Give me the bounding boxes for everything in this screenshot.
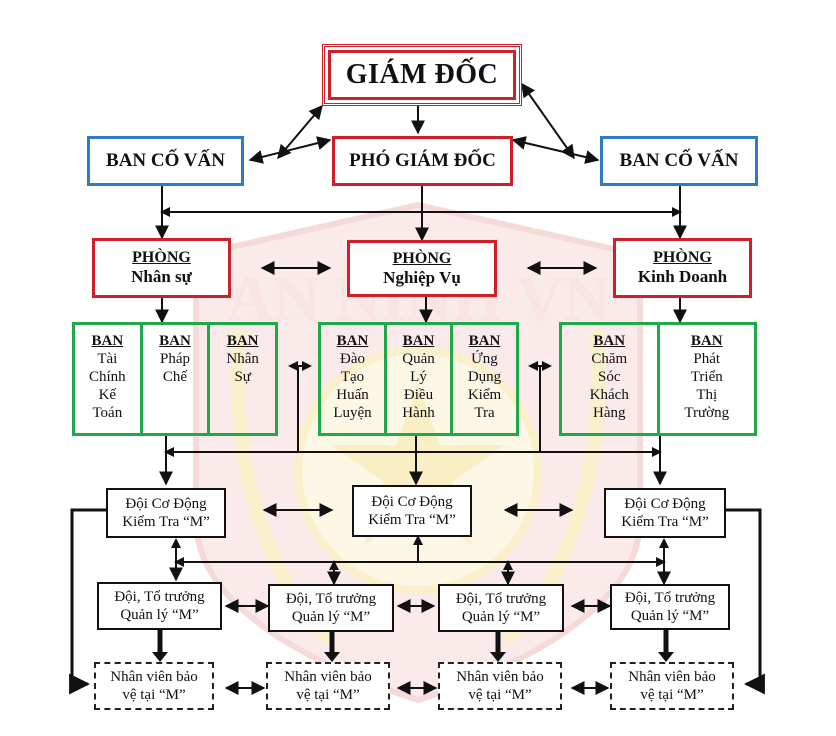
ban-co-van-right-box: BAN CỐ VẤN: [600, 136, 758, 186]
ban-line: Khách: [589, 387, 629, 403]
phong-head: PHÒNG: [132, 249, 191, 266]
ban-line: Điều: [403, 387, 434, 403]
nhan-vien-line2: vệ tại “M”: [296, 687, 360, 703]
giam-doc-box: GIÁM ĐỐC: [322, 44, 522, 106]
to-truong-box: Đội, Tổ trưởng Quản lý “M”: [97, 582, 222, 630]
ban-line: Ứng: [471, 351, 498, 367]
pho-giam-doc-label: PHÓ GIÁM ĐỐC: [349, 150, 496, 171]
ban-head: BAN: [468, 333, 501, 349]
nhan-vien-line2: vệ tại “M”: [122, 687, 186, 703]
ban-head: BAN: [91, 333, 124, 349]
ban-line: Toán: [92, 405, 123, 421]
phong-nhan-su-box: PHÒNG Nhân sự: [92, 238, 231, 298]
ban-line: Tạo: [340, 369, 365, 385]
ban-line: Nhân: [226, 351, 259, 367]
ban-head: BAN: [226, 333, 259, 349]
ban-line: Phát: [693, 351, 721, 367]
ban-line: Hàng: [593, 405, 626, 421]
doi-co-dong-box: Đội Cơ Động Kiểm Tra “M”: [604, 488, 726, 538]
ban-line: Trường: [684, 405, 730, 421]
ban-head: BAN: [159, 333, 191, 349]
ban-line: Đào: [340, 351, 365, 367]
doi-co-dong-line2: Kiểm Tra “M”: [122, 514, 210, 530]
phong-head: PHÒNG: [392, 249, 452, 267]
nhan-vien-box: Nhân viên bảo vệ tại “M”: [438, 662, 562, 710]
to-truong-line1: Đội, Tổ trưởng: [455, 591, 547, 607]
phong-nghiep-vu-box: PHÒNG Nghiệp Vụ: [347, 240, 497, 297]
ban-line: Tra: [474, 405, 495, 421]
giam-doc-label: GIÁM ĐỐC: [345, 59, 499, 90]
ban-co-van-right-label: BAN CỐ VẤN: [619, 150, 739, 171]
doi-co-dong-line2: Kiểm Tra “M”: [621, 514, 709, 530]
ban-line: Pháp: [160, 351, 190, 367]
doi-co-dong-line2: Kiểm Tra “M”: [368, 512, 456, 528]
ban-head: BAN: [690, 333, 723, 349]
phong-head: PHÒNG: [653, 249, 712, 266]
to-truong-line2: Quản lý “M”: [461, 609, 541, 625]
nhan-vien-line2: vệ tại “M”: [468, 687, 532, 703]
to-truong-line2: Quản lý “M”: [291, 609, 371, 625]
ban-line: Kế: [98, 387, 117, 403]
doi-co-dong-line1: Đội Cơ Động: [125, 496, 207, 512]
nhan-vien-box: Nhân viên bảo vệ tại “M”: [94, 662, 214, 710]
ban-line: Chế: [162, 369, 188, 385]
ban-line: Dụng: [467, 369, 502, 385]
phong-kinh-doanh-box: PHÒNG Kinh Doanh: [613, 238, 752, 298]
ban-line: Lý: [410, 369, 427, 385]
to-truong-box: Đội, Tổ trưởng Quản lý “M”: [610, 584, 730, 630]
to-truong-line1: Đội, Tổ trưởng: [624, 590, 716, 606]
phong-name: Nhân sự: [131, 267, 192, 286]
doi-co-dong-line1: Đội Cơ Động: [624, 496, 706, 512]
ban-line: Sóc: [598, 369, 621, 385]
ban-line: Huấn: [336, 387, 369, 403]
to-truong-box: Đội, Tổ trưởng Quản lý “M”: [268, 584, 394, 632]
ban-line: Quản: [402, 351, 435, 367]
ban-head: BAN: [402, 333, 435, 349]
ban-line: Sự: [234, 369, 251, 385]
phong-name: Kinh Doanh: [637, 267, 728, 286]
phong-name: Nghiệp Vụ: [383, 267, 461, 287]
to-truong-box: Đội, Tổ trưởng Quản lý “M”: [438, 584, 564, 632]
nhan-vien-box: Nhân viên bảo vệ tại “M”: [266, 662, 390, 710]
ban-line: Tài: [97, 351, 118, 367]
nhan-vien-line1: Nhân viên bảo: [284, 669, 372, 685]
ban-line: Thị: [696, 387, 718, 403]
doi-co-dong-box: Đội Cơ Động Kiểm Tra “M”: [352, 485, 472, 537]
doi-co-dong-line1: Đội Cơ Động: [371, 494, 453, 510]
ban-line: Luyện: [333, 405, 372, 421]
doi-co-dong-box: Đội Cơ Động Kiểm Tra “M”: [106, 488, 226, 538]
ban-line: Hành: [402, 405, 435, 421]
to-truong-line1: Đội, Tổ trưởng: [285, 591, 377, 607]
ban-line: Chăm: [591, 351, 628, 367]
nhan-vien-line1: Nhân viên bảo: [628, 669, 716, 685]
nhan-vien-line1: Nhân viên bảo: [456, 669, 544, 685]
ban-co-van-left-box: BAN CỐ VẤN: [87, 136, 244, 186]
nhan-vien-box: Nhân viên bảo vệ tại “M”: [610, 662, 734, 710]
to-truong-line1: Đội, Tổ trưởng: [114, 589, 205, 605]
ban-line: Chính: [88, 369, 126, 385]
to-truong-line2: Quản lý “M”: [120, 607, 199, 623]
pho-giam-doc-box: PHÓ GIÁM ĐỐC: [332, 136, 513, 186]
nhan-vien-line1: Nhân viên bảo: [110, 669, 198, 685]
ban-line: Kiểm: [467, 387, 502, 403]
ban-head: BAN: [593, 333, 626, 349]
ban-head: BAN: [336, 333, 369, 349]
ban-co-van-left-label: BAN CỐ VẤN: [106, 150, 225, 171]
ban-line: Triển: [690, 369, 723, 385]
nhan-vien-line2: vệ tại “M”: [640, 687, 704, 703]
to-truong-line2: Quản lý “M”: [630, 608, 710, 624]
